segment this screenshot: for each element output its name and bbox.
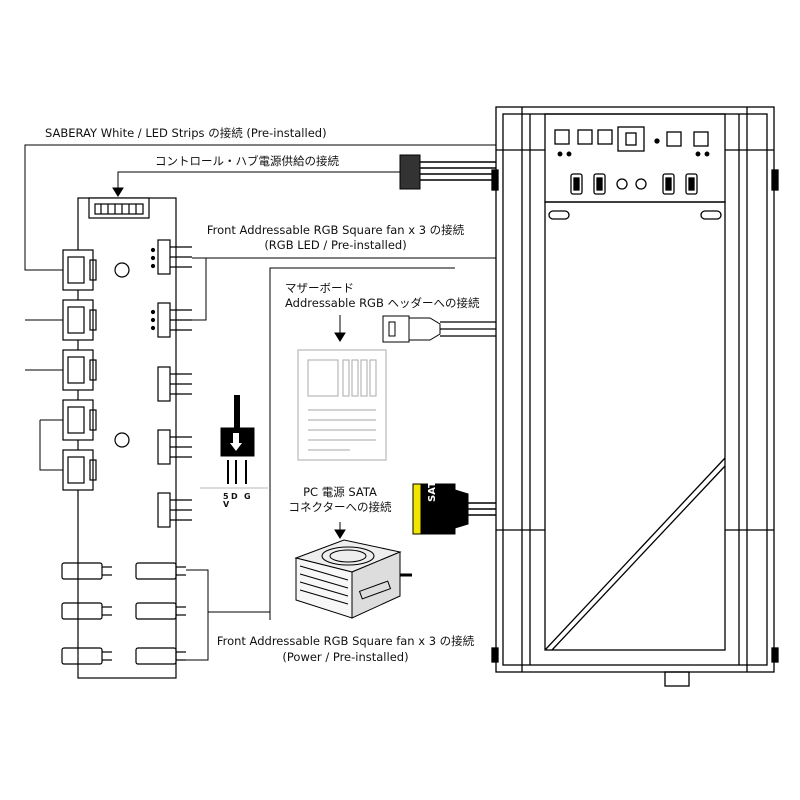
label-motherboard-2: Addressable RGB ヘッダーへの接続 (285, 296, 480, 310)
label-front-rgb-1: Front Addressable RGB Square fan x 3 の接続 (206, 223, 465, 237)
label-psu-1: PC 電源 SATA (303, 485, 377, 499)
hub-power-cable (399, 154, 496, 190)
left-ports (62, 249, 97, 491)
psu (294, 539, 412, 619)
pin-v: V (223, 500, 230, 509)
mount-hole (114, 262, 130, 278)
label-psu-2: コネクターへの接続 (288, 500, 392, 514)
label-hub-power: コントロール・ハブ電源供給の接続 (155, 154, 339, 168)
argb-plug (200, 395, 268, 489)
right-headers (150, 239, 192, 528)
label-motherboard-1: マザーボード (285, 281, 354, 295)
pc-case (491, 106, 779, 687)
connection-lines (24, 144, 496, 661)
label-front-power-2: (Power / Pre-installed) (282, 650, 409, 664)
pin-5: 5 (223, 492, 229, 501)
motherboard (297, 349, 387, 461)
label-saberay: SABERAY White / LED Strips の接続 (Pre-inst… (45, 126, 327, 140)
mb-argb-cable (382, 315, 496, 343)
sata-tag: SATA (427, 474, 438, 502)
sata-plug (412, 483, 496, 535)
hub-power-connector (88, 197, 150, 219)
pin-g: G (244, 492, 251, 501)
power-pigtails-left (61, 562, 112, 665)
pin-d: D (231, 492, 238, 501)
label-front-power-1: Front Addressable RGB Square fan x 3 の接続 (216, 634, 475, 648)
power-pigtails-right (135, 562, 186, 665)
mount-hole (114, 432, 130, 448)
label-front-rgb-2: (RGB LED / Pre-installed) (264, 238, 407, 252)
control-hub-board (61, 197, 192, 679)
